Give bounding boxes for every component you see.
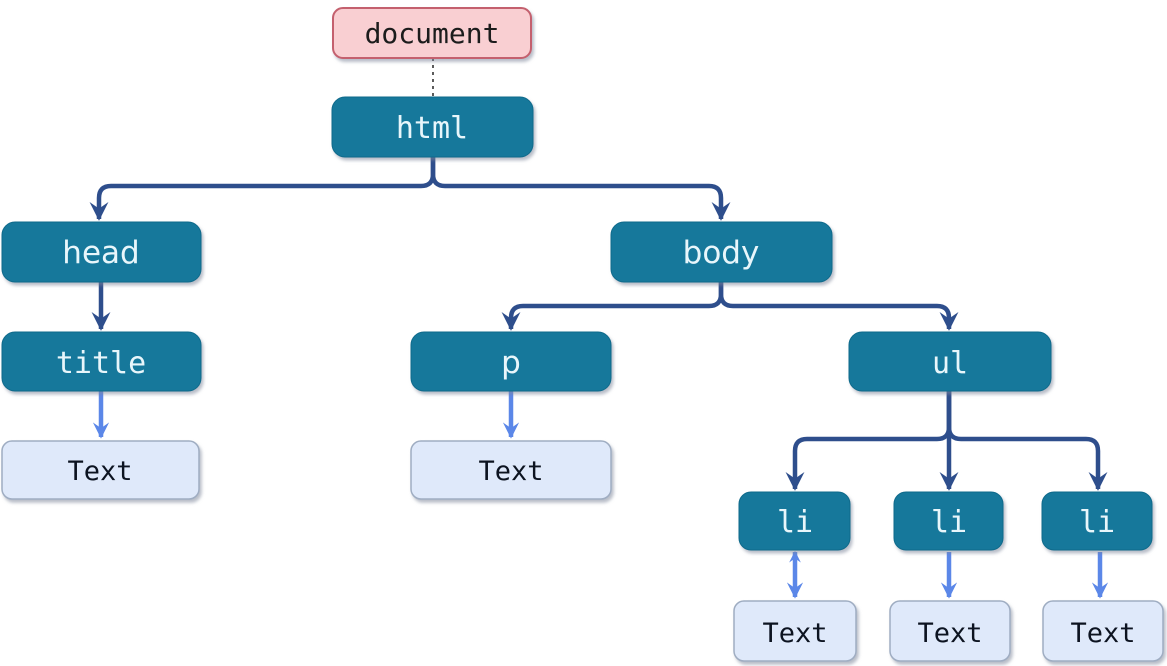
node-html-box — [331, 96, 534, 158]
edge-html-body — [430, 157, 731, 221]
node-text-title-label: Text — [67, 456, 132, 487]
node-title-box — [1, 331, 202, 392]
edge-html-head — [89, 157, 436, 221]
node-li-1-label: li — [777, 505, 813, 540]
node-ul: ul — [848, 331, 1052, 392]
node-p-label: p — [501, 345, 521, 381]
node-text-li-1-label: Text — [762, 618, 827, 649]
node-text-li-2-box — [889, 600, 1011, 662]
node-li-2-label: li — [931, 505, 967, 540]
node-text-li-2-label: Text — [917, 618, 982, 649]
node-text-p: Text — [410, 440, 612, 500]
node-document-label: document — [365, 17, 500, 50]
node-text-p-label: Text — [478, 456, 543, 487]
node-li-2-box — [893, 491, 1004, 551]
edge-body-ul — [718, 282, 959, 331]
node-li-3-label: li — [1079, 505, 1115, 540]
node-text-li-3: Text — [1042, 600, 1164, 662]
node-text-title-box — [1, 440, 200, 500]
node-html: html — [331, 96, 534, 158]
node-li-1-box — [738, 491, 851, 551]
node-text-title: Text — [1, 440, 200, 500]
node-head: head — [1, 221, 202, 283]
nodes: document html head body title p ul li — [1, 7, 1164, 662]
edges — [89, 58, 1109, 599]
node-text-li-3-label: Text — [1070, 618, 1135, 649]
node-text-p-box — [410, 440, 612, 500]
node-li-1: li — [738, 491, 851, 551]
node-li-3-box — [1041, 491, 1153, 551]
node-ul-box — [848, 331, 1052, 392]
edge-ul-li-1 — [785, 391, 952, 491]
node-ul-label: ul — [932, 346, 968, 381]
node-head-box — [1, 221, 202, 283]
node-html-label: html — [396, 111, 468, 146]
node-title-label: title — [56, 346, 146, 381]
node-head-label: head — [62, 235, 139, 271]
node-body-box — [610, 221, 833, 283]
node-text-li-3-box — [1042, 600, 1164, 662]
edge-ul-li-3 — [946, 391, 1108, 491]
node-body-label: body — [683, 235, 760, 271]
node-li-3: li — [1041, 491, 1153, 551]
edge-body-p — [501, 282, 724, 331]
node-li-2: li — [893, 491, 1004, 551]
node-document: document — [332, 7, 532, 59]
node-text-li-1-box — [733, 600, 857, 662]
node-text-li-1: Text — [733, 600, 857, 662]
node-body: body — [610, 221, 833, 283]
node-document-box — [332, 7, 532, 59]
node-text-li-2: Text — [889, 600, 1011, 662]
node-title: title — [1, 331, 202, 392]
node-p: p — [410, 331, 612, 392]
node-p-box — [410, 331, 612, 392]
